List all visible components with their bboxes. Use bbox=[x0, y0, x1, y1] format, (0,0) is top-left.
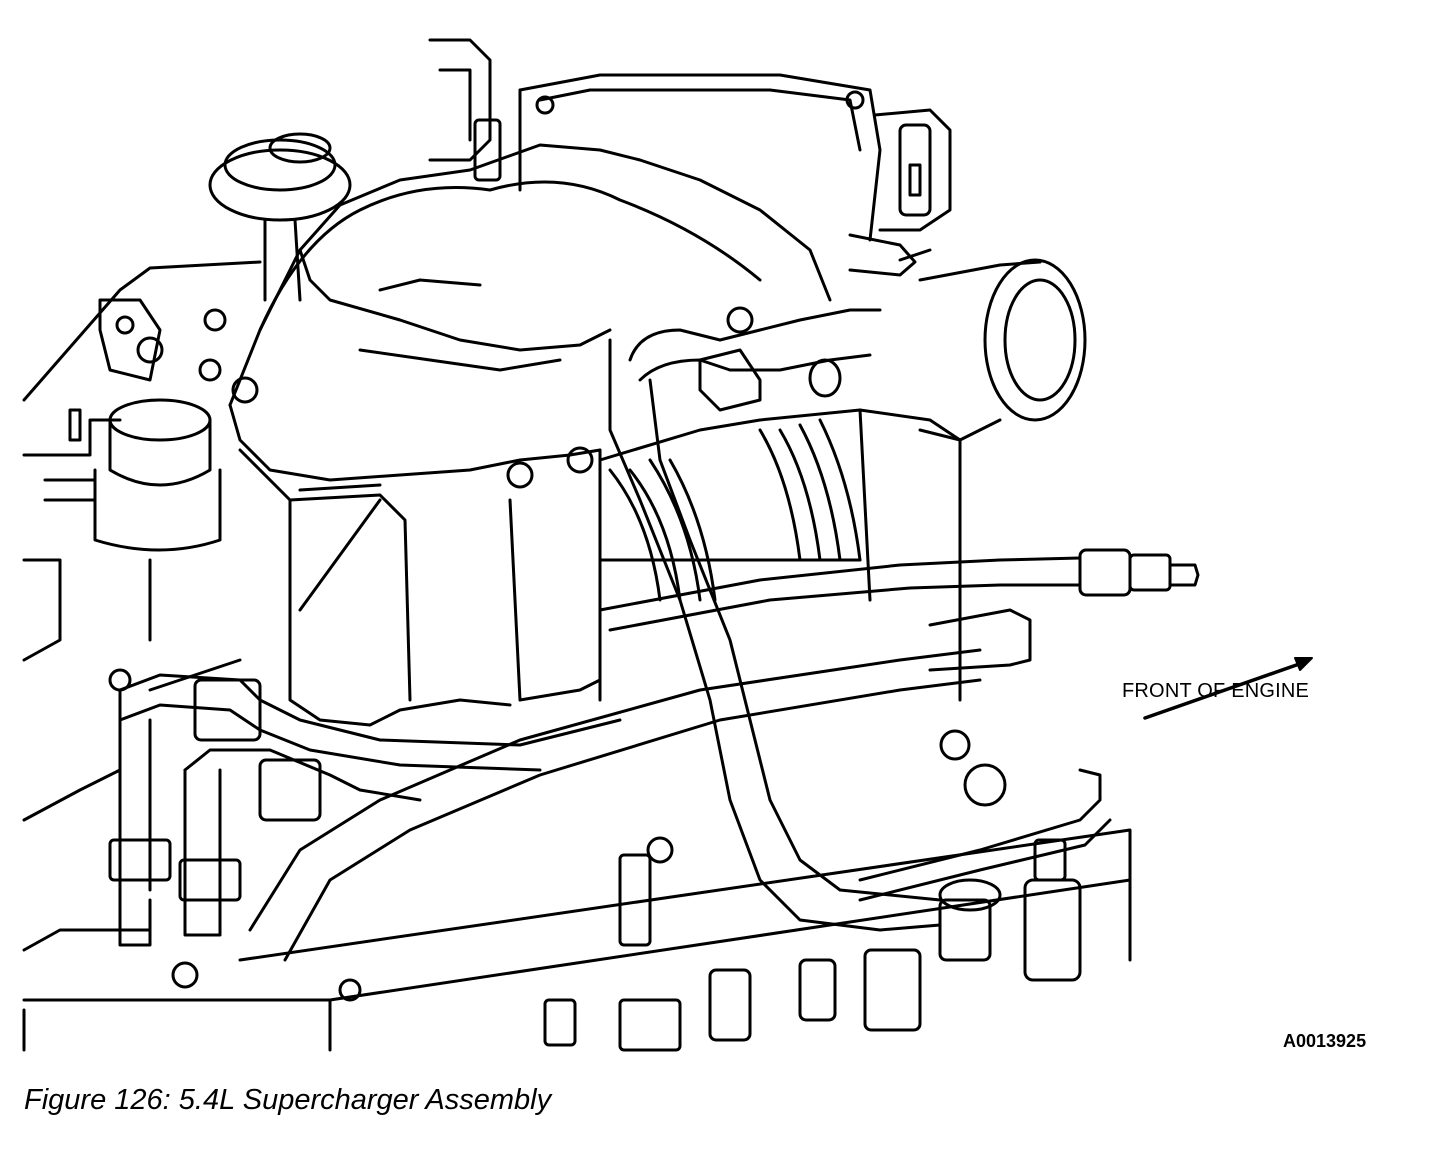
front-of-engine-label: FRONT OF ENGINE bbox=[1122, 680, 1310, 702]
upper-intake-plenum bbox=[228, 73, 882, 482]
figure-id: A0013925 bbox=[1283, 1031, 1367, 1051]
engine-block-outline bbox=[22, 260, 1132, 1052]
fuel-injectors bbox=[543, 838, 1082, 1052]
coolant-hose-vertical bbox=[608, 308, 942, 932]
supercharger-case bbox=[238, 408, 962, 727]
throttle-body bbox=[848, 108, 1087, 442]
fuel-rail bbox=[248, 648, 1112, 962]
egr-valve bbox=[208, 38, 502, 302]
fuel-pressure-regulator bbox=[43, 298, 222, 642]
figure-caption: Figure 126: 5.4L Supercharger Assembly bbox=[24, 1084, 552, 1116]
front-of-engine-arrow bbox=[1143, 657, 1313, 720]
supercharger-diagram bbox=[22, 38, 1313, 1052]
bypass-hoses bbox=[108, 673, 622, 947]
bolts bbox=[108, 306, 1007, 1002]
fuel-supply-line bbox=[598, 548, 1200, 672]
